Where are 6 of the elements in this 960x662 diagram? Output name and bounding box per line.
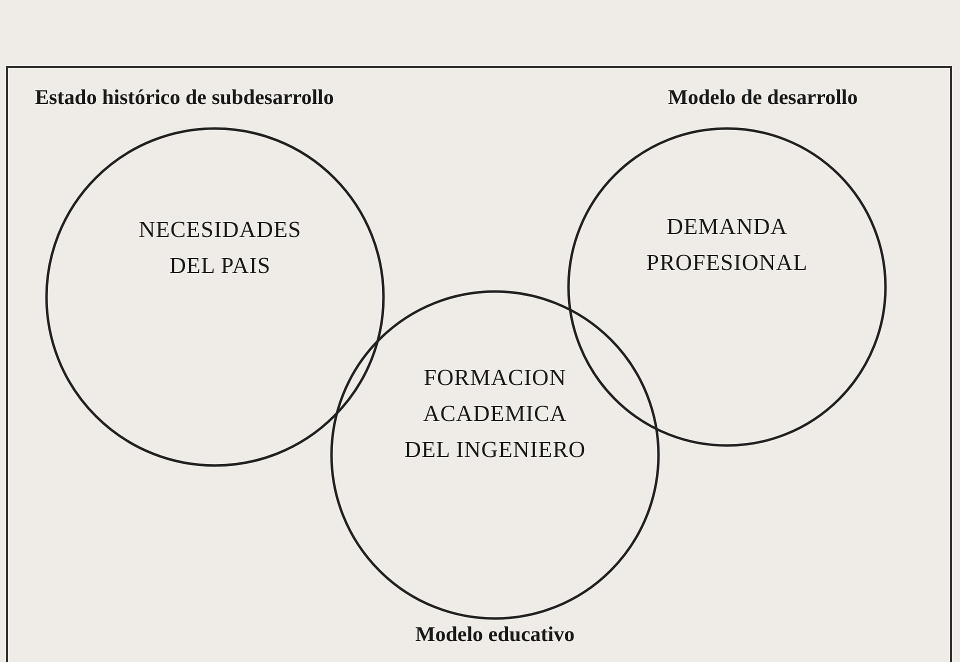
set-label: NECESIDADES DEL PAIS [138, 216, 302, 280]
set-label: FORMACION ACADEMICA DEL INGENIERO [403, 364, 587, 464]
set-heading: Estado histórico de subdesarrollo [35, 85, 335, 110]
set-label: DEMANDA PROFESIONAL [645, 213, 809, 277]
set-heading: Modelo educativo [414, 622, 576, 647]
set-heading: Modelo de desarrollo [668, 85, 859, 110]
